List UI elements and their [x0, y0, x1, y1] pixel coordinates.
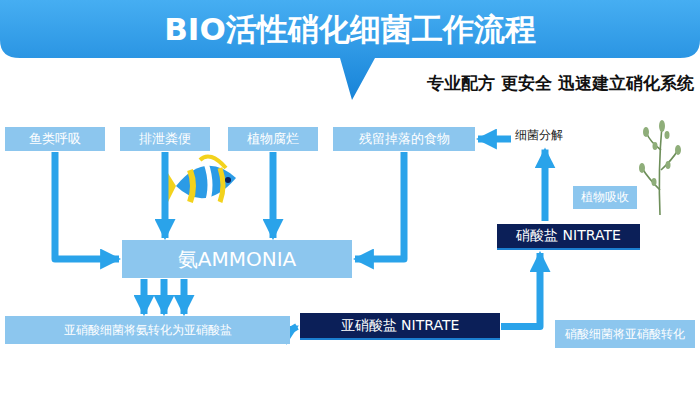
flow-arrow	[501, 253, 540, 327]
box-text: 植物腐烂	[247, 130, 299, 148]
result-box: 硝酸盐 NITRATE	[497, 224, 640, 250]
process-box: 亚硝酸细菌将氨转化为亚硝酸盐	[5, 316, 290, 344]
flow-arrow	[164, 279, 165, 314]
box-text: 亚硝酸盐 NITRATE	[341, 317, 460, 335]
process-box: 氨AMMONIA	[122, 240, 352, 278]
flow-arrow	[144, 279, 145, 314]
flow-arrow	[55, 152, 119, 259]
box-text: 鱼类呼吸	[29, 130, 81, 148]
flow-arrow	[291, 327, 297, 331]
box-text: 硝酸盐 NITRATE	[516, 227, 621, 245]
edge-label: 细菌分解	[515, 127, 563, 144]
box-text: 排泄粪便	[139, 130, 191, 148]
box-text: 氨AMMONIA	[178, 246, 296, 273]
process-box: 残留掉落的食物	[333, 127, 475, 151]
flow-arrow	[184, 279, 185, 314]
process-box: 硝酸细菌将亚硝酸转化	[555, 320, 695, 348]
fish-illustration	[166, 156, 236, 206]
subtitle: 专业配方 更安全 迅速建立硝化系统	[427, 72, 694, 95]
box-text: 亚硝酸细菌将氨转化为亚硝酸盐	[64, 322, 232, 339]
title: BIO活性硝化细菌工作流程	[0, 9, 700, 51]
process-box: 植物腐烂	[228, 127, 318, 151]
process-box: 排泄粪便	[120, 127, 210, 151]
box-text: 硝酸细菌将亚硝酸转化	[565, 326, 685, 343]
box-text: 残留掉落的食物	[359, 130, 450, 148]
box-text: 植物吸收	[581, 189, 629, 206]
process-box: 鱼类呼吸	[5, 127, 105, 151]
flow-arrow	[165, 152, 166, 238]
flow-arrow	[478, 139, 545, 221]
flow-arrow	[355, 152, 404, 259]
plant-illustration	[639, 120, 681, 215]
flow-arrow	[273, 152, 274, 238]
title-banner	[0, 0, 700, 100]
process-box: 植物吸收	[573, 186, 637, 209]
result-box: 亚硝酸盐 NITRATE	[300, 313, 500, 340]
